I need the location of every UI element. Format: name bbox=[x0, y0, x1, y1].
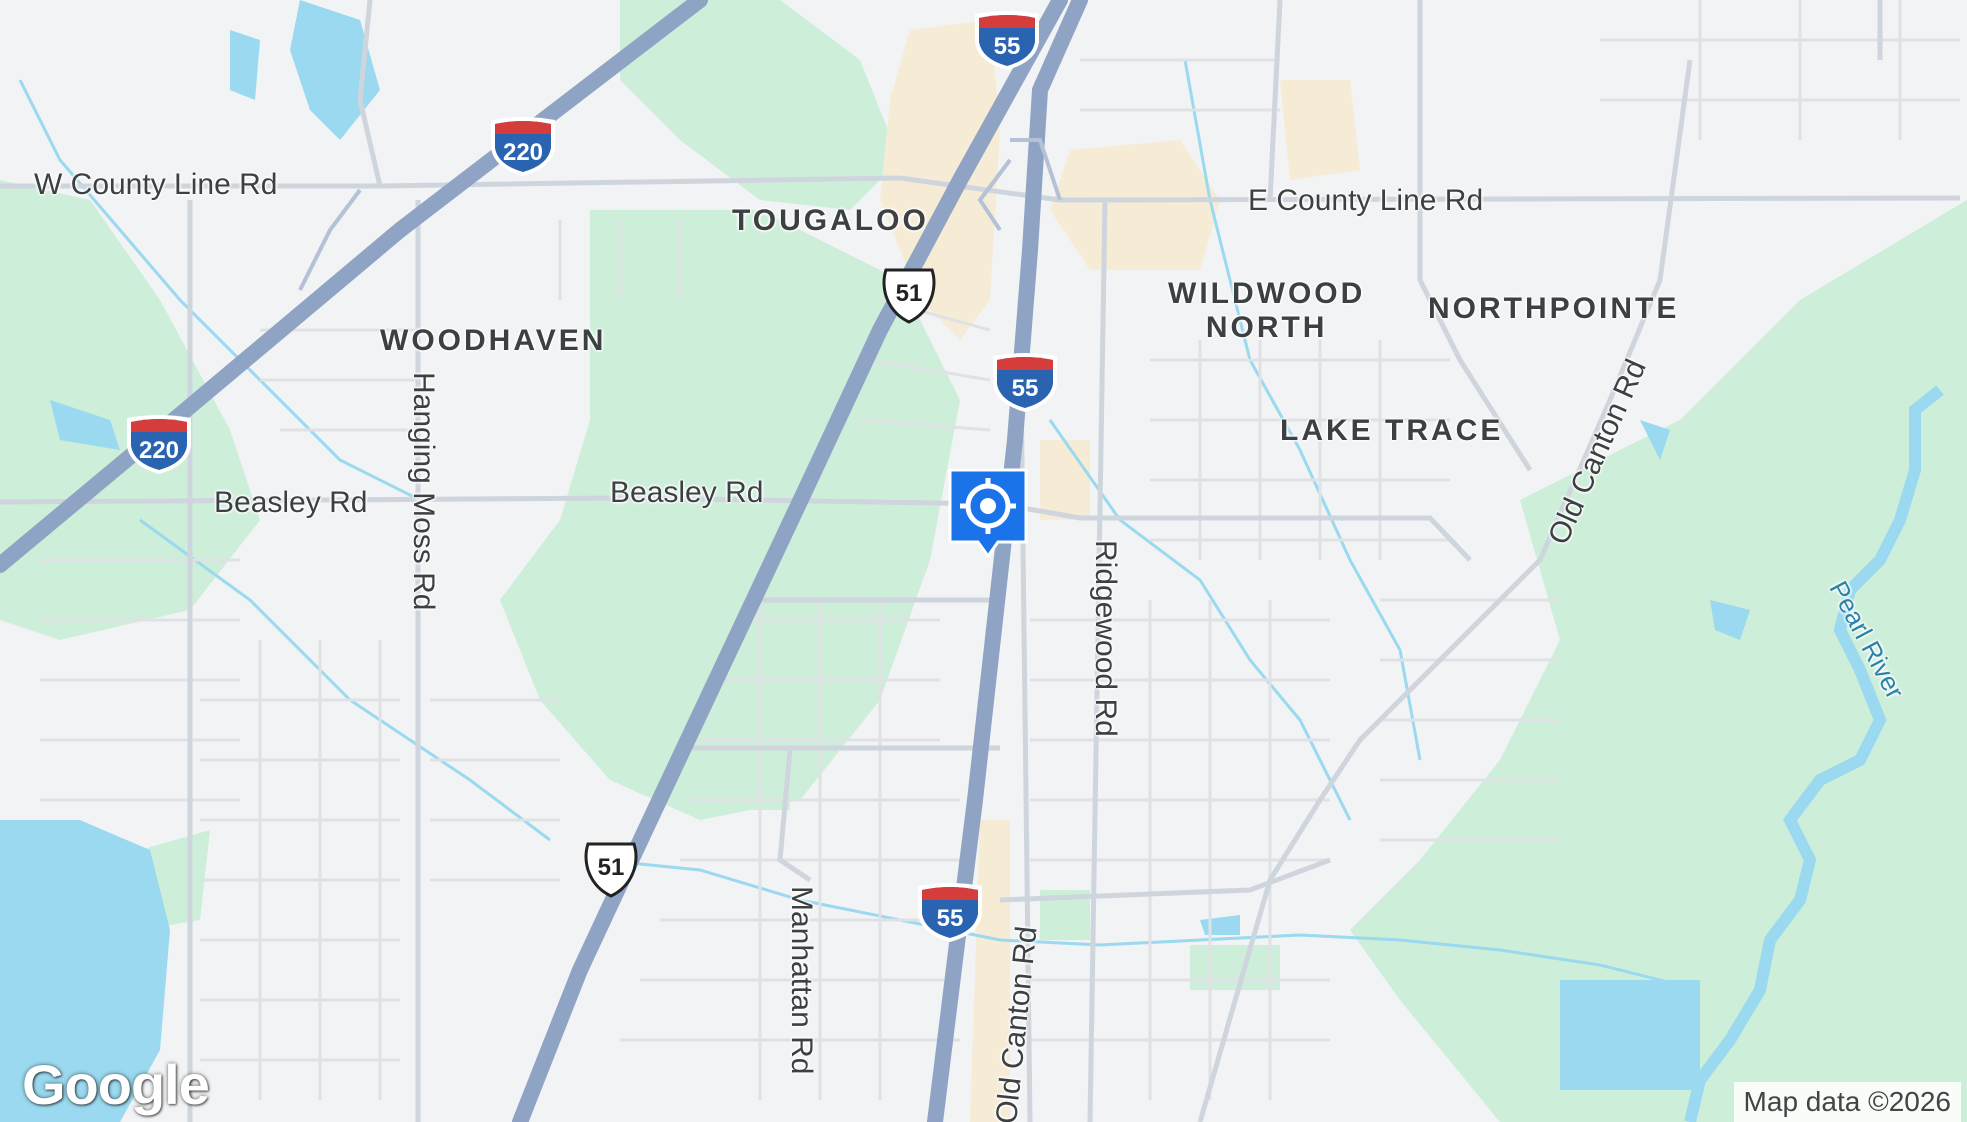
shield-number: 220 bbox=[138, 437, 180, 464]
road-label-beasley-east: Beasley Rd bbox=[610, 476, 764, 509]
interstate-55-shield-mid: 55 bbox=[988, 350, 1062, 414]
map-attribution[interactable]: Map data ©2026 bbox=[1733, 1082, 1961, 1122]
shield-number: 55 bbox=[993, 33, 1021, 60]
interstate-shield-icon bbox=[993, 353, 1057, 412]
road-label-w-county-line: W County Line Rd bbox=[34, 168, 278, 201]
neighborhood-label-northpointe: NORTHPOINTE bbox=[1428, 292, 1680, 325]
us-route-shield-icon bbox=[882, 268, 936, 324]
i220-highway bbox=[0, 0, 708, 573]
shield-number: 51 bbox=[895, 280, 923, 307]
neighborhood-label-wildwood-north: WILDWOOD NORTH bbox=[1168, 277, 1366, 344]
interstate-shield-icon bbox=[975, 11, 1039, 70]
interstate-shield-icon bbox=[918, 883, 982, 942]
us-route-shield-icon bbox=[584, 842, 638, 898]
target-location-icon bbox=[948, 468, 1028, 559]
road-label-hanging-moss: Hanging Moss Rd bbox=[407, 372, 440, 611]
interstate-220-shield-top: 220 bbox=[486, 114, 560, 178]
interstate-shield-icon bbox=[491, 117, 555, 176]
local-streets bbox=[40, 0, 1960, 1100]
shield-number: 55 bbox=[1011, 375, 1039, 402]
road-label-manhattan: Manhattan Rd bbox=[785, 886, 818, 1075]
us-51-shield-bottom: 51 bbox=[582, 840, 640, 898]
location-marker[interactable] bbox=[948, 468, 1028, 560]
water-areas bbox=[0, 0, 1750, 1122]
highway-ramps bbox=[298, 138, 1062, 291]
interstate-55-shield-bottom: 55 bbox=[913, 880, 987, 944]
shield-number: 55 bbox=[936, 905, 964, 932]
shield-number: 51 bbox=[597, 854, 625, 881]
us51-highway bbox=[512, 0, 1068, 1122]
shield-number: 220 bbox=[502, 139, 544, 166]
neighborhood-label-tougaloo: TOUGALOO bbox=[732, 204, 929, 237]
interstate-220-shield-left: 220 bbox=[122, 412, 196, 476]
interstate-55-shield-top: 55 bbox=[970, 8, 1044, 72]
road-label-ridgewood: Ridgewood Rd bbox=[1089, 540, 1122, 737]
road-label-e-county-line: E County Line Rd bbox=[1248, 184, 1484, 217]
road-label-beasley-west: Beasley Rd bbox=[214, 486, 368, 519]
neighborhood-label-woodhaven: WOODHAVEN bbox=[380, 324, 607, 357]
neighborhood-label-lake-trace: LAKE TRACE bbox=[1280, 414, 1504, 447]
google-logo[interactable]: Google bbox=[22, 1053, 210, 1116]
interstate-shield-icon bbox=[127, 415, 191, 474]
pearl-river bbox=[1684, 385, 1944, 1122]
us-51-shield-top: 51 bbox=[880, 266, 938, 324]
